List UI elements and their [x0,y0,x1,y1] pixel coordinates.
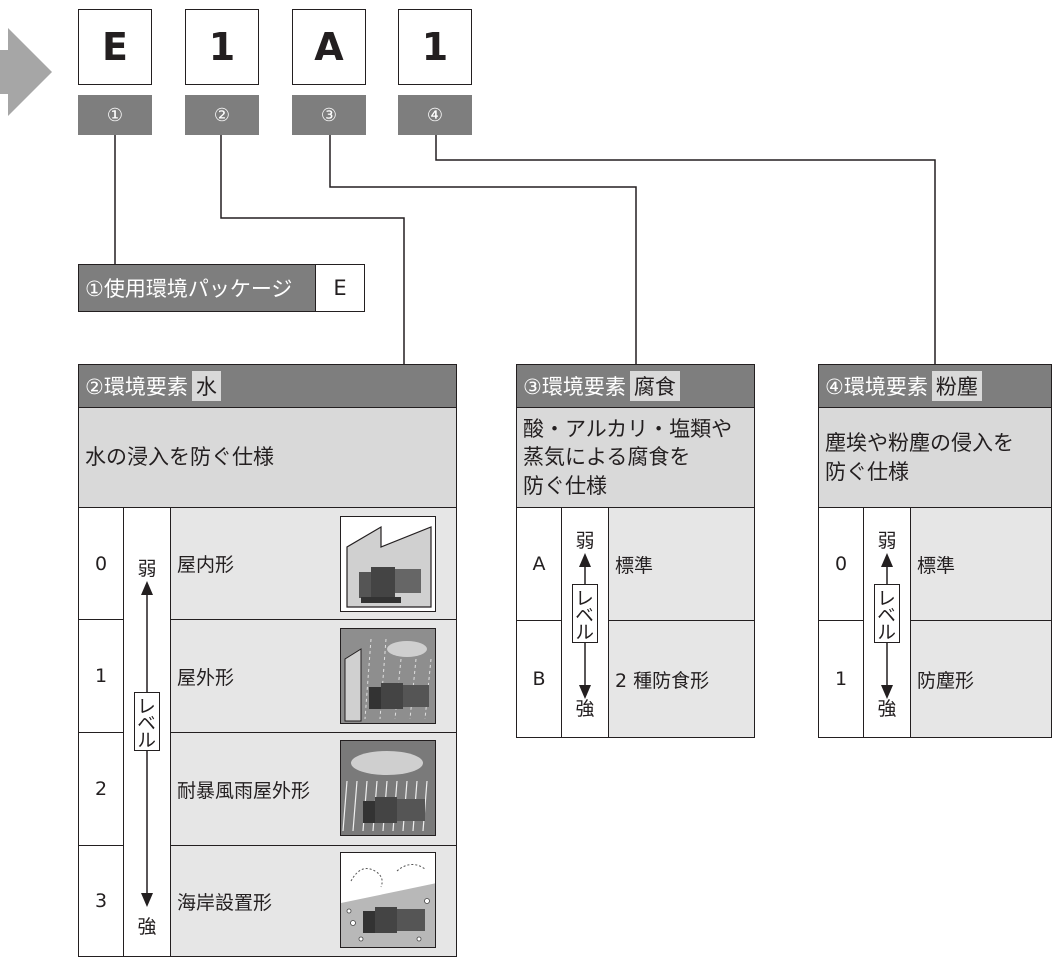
marker-3: ③ [292,95,366,135]
marker-1: ① [78,95,152,135]
water-weak-label: 弱 [124,554,170,581]
corrosion-name-1: 2 種防食形 [608,620,755,738]
package-code: E [315,265,364,311]
code-char-1: E [78,9,152,85]
dust-code-0: 0 [818,507,864,621]
corrosion-weak-label: 弱 [562,526,608,553]
corrosion-description-line-3: 防ぐ仕様 [523,473,607,498]
corrosion-header: ③環境要素腐食 [516,364,755,408]
dust-header-prefix: ④環境要素 [825,375,928,399]
package-label: ①使用環境パッケージ [85,277,293,301]
corrosion-panel: ③環境要素腐食 酸・アルカリ・塩類や 蒸気による腐食を 防ぐ仕様 A B 弱 強… [516,364,755,738]
corrosion-code-1: B [516,620,562,738]
corrosion-header-keyword: 腐食 [629,371,680,401]
dust-code-1: 1 [818,620,864,738]
code-char-3: A [292,9,366,85]
water-name-3-text: 海岸設置形 [177,891,273,914]
corrosion-code-0: A [516,507,562,621]
code-char-4: 1 [398,9,472,85]
dust-header: ④環境要素粉塵 [818,364,1052,408]
water-description-text: 水の浸入を防ぐ仕様 [85,445,274,470]
dust-description-line-1: 塵埃や粉塵の侵入を [825,431,1014,456]
marker-2: ② [185,95,259,135]
dust-header-keyword: 粉塵 [931,371,982,401]
corrosion-header-prefix: ③環境要素 [523,375,626,399]
outdoor-illustration-icon [340,628,436,724]
package-box: ①使用環境パッケージ E [78,264,365,312]
water-header-keyword: 水 [191,371,221,401]
water-level-label: レベル [134,692,160,751]
water-description: 水の浸入を防ぐ仕様 [78,408,457,508]
marker-4: ④ [398,95,472,135]
water-header: ②環境要素水 [78,364,457,408]
arrow-icon [0,28,52,116]
corrosion-description-line-1: 酸・アルカリ・塩類や [523,416,733,441]
corrosion-description-line-2: 蒸気による腐食を [523,445,691,470]
indoor-illustration-icon [340,516,436,612]
dust-level-label: レベル [874,584,900,643]
water-code-3: 3 [78,845,124,957]
corrosion-name-1-text: 2 種防食形 [615,669,710,692]
dust-description: 塵埃や粉塵の侵入を 防ぐ仕様 [818,408,1052,508]
water-name-2-text: 耐暴風雨屋外形 [177,779,311,802]
water-name-1-text: 屋外形 [177,666,235,689]
dust-name-0: 標準 [910,507,1052,621]
dust-description-line-2: 防ぐ仕様 [825,459,909,484]
corrosion-name-0-text: 標準 [615,554,654,577]
coastal-illustration-icon [340,852,436,948]
storm-illustration-icon [340,740,436,836]
corrosion-description: 酸・アルカリ・塩類や 蒸気による腐食を 防ぐ仕様 [516,408,755,508]
dust-name-0-text: 標準 [917,554,956,577]
corrosion-level-label: レベル [572,584,598,643]
corrosion-name-0: 標準 [608,507,755,621]
water-code-0: 0 [78,507,124,620]
dust-name-1: 防塵形 [910,620,1052,738]
corrosion-strong-label: 強 [562,694,608,721]
dust-name-1-text: 防塵形 [917,669,975,692]
water-panel: ②環境要素水 水の浸入を防ぐ仕様 0 1 2 3 弱 強 レベル 屋内形 屋外形… [78,364,457,957]
water-header-prefix: ②環境要素 [85,375,188,399]
water-code-2: 2 [78,732,124,846]
dust-panel: ④環境要素粉塵 塵埃や粉塵の侵入を 防ぐ仕様 0 1 弱 強 レベル 標準 防塵… [818,364,1052,738]
dust-weak-label: 弱 [864,526,910,553]
water-name-0-text: 屋内形 [177,554,235,576]
water-strong-label: 強 [124,912,170,939]
water-code-1: 1 [78,619,124,733]
code-char-2: 1 [185,9,259,85]
